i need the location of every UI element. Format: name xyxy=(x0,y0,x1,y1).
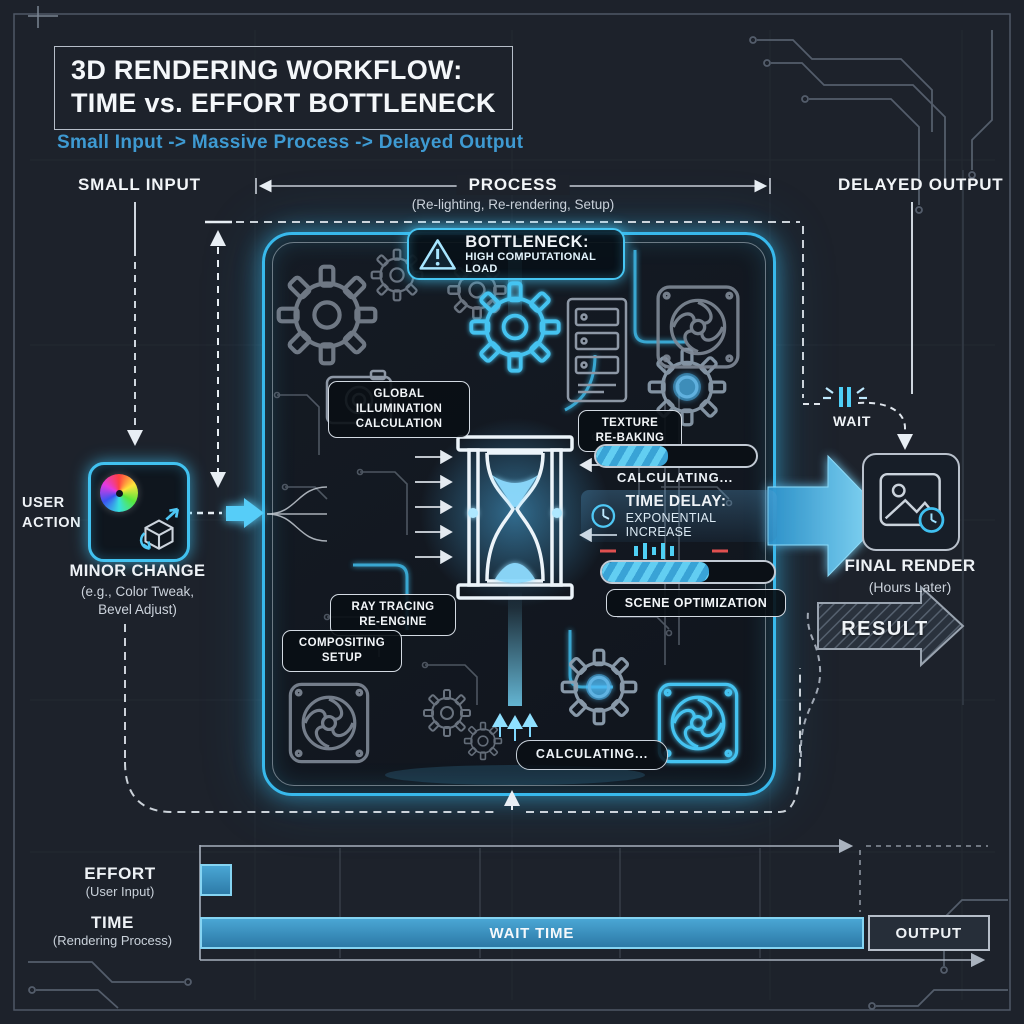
minor-change-title: MINOR CHANGE xyxy=(69,562,206,580)
converging-arrows xyxy=(415,449,617,565)
bottleneck-callout: BOTTLENECK: HIGH COMPUTATIONAL LOAD xyxy=(407,228,625,280)
rising-arrows xyxy=(492,713,538,741)
minor-change-subtitle: (e.g., Color Tweak, Bevel Adjust) xyxy=(80,584,195,617)
minor-change-node xyxy=(88,462,190,562)
time-label: TIME xyxy=(90,913,134,932)
subtitle: Small Input -> Massive Process -> Delaye… xyxy=(57,132,524,153)
wait-time-bar-label: WAIT TIME xyxy=(489,924,575,942)
time-bar-row: WAIT TIME OUTPUT xyxy=(200,915,990,951)
server-rack-icon xyxy=(566,297,628,403)
wait-time-bar: WAIT TIME xyxy=(200,917,864,949)
wait-spinner-icon xyxy=(823,387,867,407)
final-render-node xyxy=(862,453,960,551)
progress-bar-top xyxy=(594,444,758,468)
output-bar: OUTPUT xyxy=(867,915,990,951)
time-axis-label: TIME (Rendering Process) xyxy=(30,913,195,948)
cube-transform-icon xyxy=(139,507,180,550)
output-bar-label: OUTPUT xyxy=(895,924,963,942)
color-wheel-icon xyxy=(100,474,138,512)
final-render-title: FINAL RENDER xyxy=(844,556,976,575)
effort-axis-label: EFFORT (User Input) xyxy=(60,864,180,899)
task-ray-tracing: RAY TRACING RE-ENGINE xyxy=(330,594,456,636)
hourglass-icon xyxy=(456,435,574,600)
outer-frame xyxy=(13,13,1011,1011)
label-small-input: SMALL INPUT xyxy=(78,175,201,194)
status-calculating-top: CALCULATING... xyxy=(616,470,734,485)
title-box: 3D RENDERING WORKFLOW: TIME vs. EFFORT B… xyxy=(54,46,513,130)
final-render-subtitle: (Hours Later) xyxy=(868,579,952,595)
beam-bottom xyxy=(508,591,522,706)
crosshair-decoration xyxy=(28,6,58,28)
status-calculating-bottom: CALCULATING... xyxy=(516,740,668,770)
fan-icon xyxy=(288,682,370,764)
circuit-decoration-bottom-left xyxy=(28,961,192,1009)
time-delay-title: TIME DELAY: xyxy=(625,493,727,510)
bottleneck-subtitle: HIGH COMPUTATIONAL LOAD xyxy=(465,251,596,276)
task-compositing-setup: COMPOSITING SETUP xyxy=(282,630,402,672)
effort-bar-row xyxy=(200,864,990,898)
result-label: RESULT xyxy=(841,618,929,640)
circuit-decoration-top-right xyxy=(749,30,993,214)
gear-icon xyxy=(423,689,471,737)
fan-icon xyxy=(656,285,740,369)
progress-fill-top xyxy=(596,446,668,466)
effort-label: EFFORT xyxy=(84,864,156,883)
input-fanout-traces xyxy=(266,486,328,542)
fan-icon-glowing xyxy=(657,682,739,764)
label-delayed-output: DELAYED OUTPUT xyxy=(838,175,1004,194)
warning-triangle-icon xyxy=(419,239,456,270)
title-line-2: TIME vs. EFFORT BOTTLENECK xyxy=(71,87,496,118)
wait-label: WAIT xyxy=(833,413,872,429)
user-action-label: USER ACTION xyxy=(22,495,82,531)
effort-bar xyxy=(200,864,232,896)
label-process-sub: (Re-lighting, Re-rendering, Setup) xyxy=(411,197,615,212)
label-process: PROCESS xyxy=(456,175,570,195)
effort-sublabel: (User Input) xyxy=(85,884,155,899)
progress-bar-mid xyxy=(600,560,776,584)
title-line-1: 3D RENDERING WORKFLOW: xyxy=(71,55,463,85)
clock-icon xyxy=(591,504,616,528)
task-global-illumination: GLOBAL ILLUMINATION CALCULATION xyxy=(328,381,470,438)
time-delay-callout: TIME DELAY: EXPONENTIAL INCREASE xyxy=(581,490,777,542)
task-scene-optimization: SCENE OPTIMIZATION xyxy=(606,589,786,618)
gear-icon xyxy=(463,721,503,761)
time-sublabel: (Rendering Process) xyxy=(52,933,173,948)
gear-icon xyxy=(279,267,376,364)
render-image-icon xyxy=(879,472,945,533)
bottleneck-title: BOTTLENECK: xyxy=(465,232,590,251)
progress-fill-mid xyxy=(602,562,709,582)
time-delay-subtitle: EXPONENTIAL INCREASE xyxy=(625,511,716,539)
